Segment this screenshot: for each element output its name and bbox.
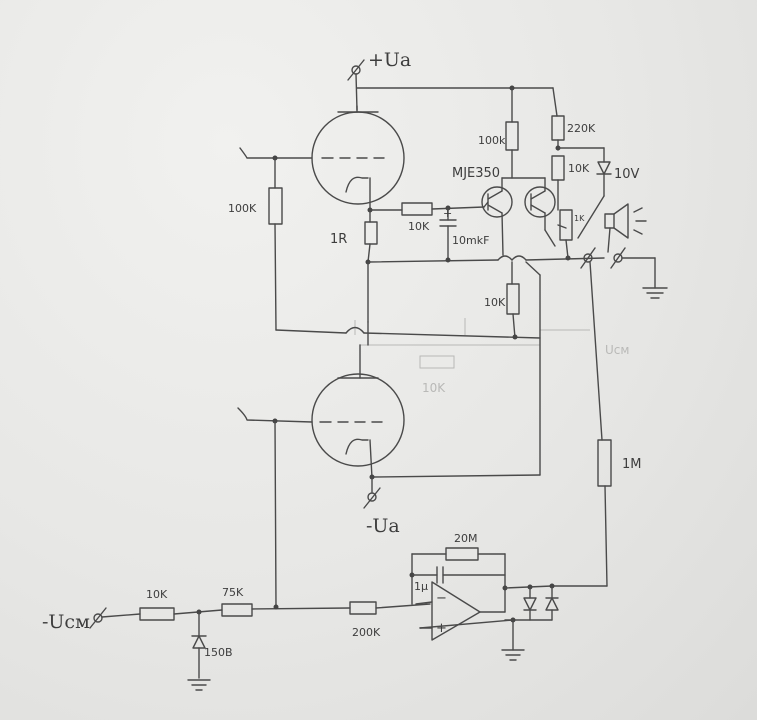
cathode-1r: 1R [330, 207, 403, 265]
plus-ua-label: +Ua [368, 49, 411, 71]
opamp-ground [419, 619, 525, 661]
r-220k-label: 220K [567, 122, 596, 135]
r-100k-label: 100K [228, 202, 257, 215]
minus-ua-terminal: -Ua [363, 487, 400, 537]
r-20m-label: 20M [454, 532, 478, 545]
upper-triode [311, 105, 405, 213]
r-200k-label: 200K [352, 626, 381, 639]
minus-ucm-label: -Uсм [42, 611, 90, 633]
r-10k-lower-label: 10K [484, 296, 506, 309]
zener-150v-label: 150В [204, 646, 233, 659]
c-1mk-label: 1μ [414, 580, 428, 593]
r-100k-top-label: 100k [478, 134, 506, 147]
erased-sketch: 10K Uсм [354, 318, 629, 395]
r-1m: 1M [551, 261, 642, 587]
right-divider: 220K 10K 10V 1K [551, 115, 640, 259]
speaker-icon [604, 203, 647, 253]
r-10k-lower: 10K [371, 261, 541, 478]
lower-grid-input [237, 407, 313, 607]
plus-ua-terminal: +Ua [347, 49, 411, 111]
opamp-feedback: 20M 1μ [409, 532, 506, 605]
lower-triode [311, 344, 405, 493]
opamp: − + [415, 581, 506, 641]
pot-1k-label: 1K [574, 214, 585, 223]
r-1r-label: 1R [330, 232, 347, 247]
top-rail [356, 85, 558, 123]
output-clamp-diodes [502, 583, 559, 623]
zener-10v-label: 10V [614, 167, 640, 182]
mje350-pair: MJE350 [452, 149, 556, 256]
mje350-label: MJE350 [452, 166, 500, 181]
opamp-minus: − [436, 591, 447, 606]
bias-input-chain: -Uсм 10K 75K 200K [42, 586, 431, 639]
r-75k-label: 75K [222, 586, 244, 599]
output-terminals [580, 247, 668, 299]
c-10mkf-label: 10mkF [452, 234, 489, 247]
feedback-rc: + 10K 10mkF [401, 202, 489, 261]
r-1m-label: 1M [622, 457, 642, 472]
opamp-plus: + [436, 621, 447, 636]
zener-150v: 150В [187, 611, 233, 691]
minus-ua-label: -Ua [366, 515, 400, 537]
upper-grid-input: 100K [228, 147, 541, 339]
r-10k-input-label: 10K [146, 588, 168, 601]
r-100k-top: 100k [478, 121, 519, 151]
r-10k-divider-label: 10K [568, 162, 590, 175]
mid-rail [367, 255, 605, 346]
r-10k-series-label: 10K [408, 220, 430, 233]
faint-ucm-label: Uсм [605, 343, 629, 357]
cap-plus-sign: + [443, 207, 452, 220]
faint-10k-label: 10K [422, 381, 446, 395]
